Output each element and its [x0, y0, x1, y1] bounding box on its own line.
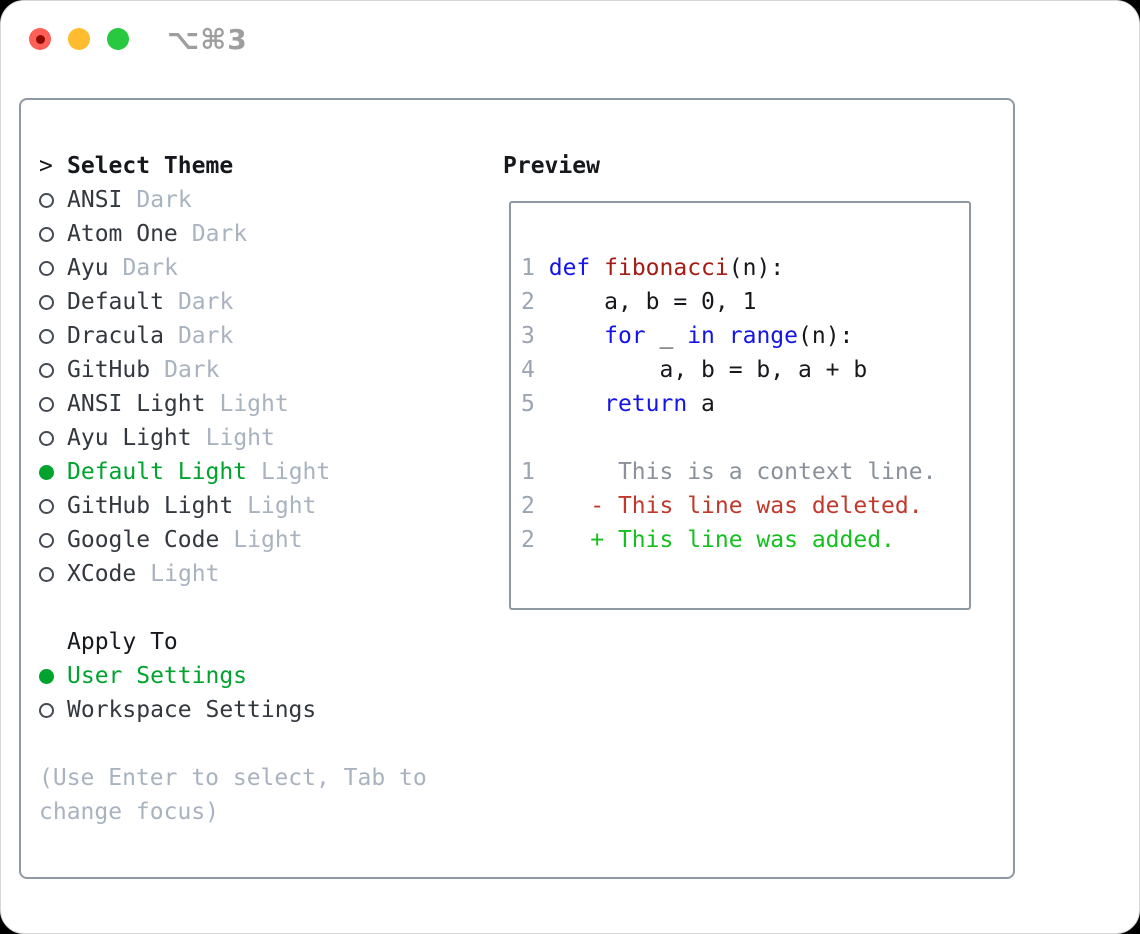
option-name: Default Light — [67, 459, 248, 485]
radio-icon — [39, 226, 54, 242]
option-variant: Dark — [191, 221, 248, 247]
select-theme-header: > Select Theme — [39, 149, 499, 183]
select-theme-label: Select Theme — [67, 153, 234, 179]
radio-icon — [39, 328, 54, 344]
radio-icon — [39, 396, 54, 412]
close-button[interactable] — [29, 28, 51, 50]
radio-icon — [39, 192, 54, 208]
apply-options: User Settings Workspace Settings — [39, 659, 499, 727]
option-variant: Light — [205, 425, 275, 451]
radio-icon — [39, 566, 54, 582]
preview-header: Preview — [503, 153, 600, 179]
theme-option-ayu[interactable]: Ayu Dark — [39, 251, 499, 285]
theme-option-google-code[interactable]: Google Code Light — [39, 523, 499, 557]
apply-to-header: Apply To — [39, 625, 499, 659]
theme-option-github-light[interactable]: GitHub Light Light — [39, 489, 499, 523]
option-name: GitHub Light — [67, 493, 234, 519]
theme-list: > Select Theme ANSI Dark Atom One Dark A… — [39, 149, 499, 829]
diff-line: 1 This is a context line. — [521, 459, 937, 485]
option-variant: Light — [261, 459, 331, 485]
blank-line — [521, 421, 936, 455]
hint-text: (Use Enter to select, Tab to change focus… — [39, 761, 499, 829]
option-variant: Dark — [164, 357, 220, 383]
theme-option-atom-one[interactable]: Atom One Dark — [39, 217, 499, 251]
theme-option-xcode[interactable]: XCode Light — [39, 557, 499, 591]
line-number: 5 — [521, 391, 535, 417]
option-name: GitHub — [67, 357, 151, 383]
option-name: Ayu Light — [67, 425, 192, 451]
option-variant: Light — [233, 527, 303, 553]
option-name: Ayu — [67, 255, 109, 281]
apply-option-user-settings[interactable]: User Settings — [39, 659, 499, 693]
theme-option-github[interactable]: GitHub Dark — [39, 353, 499, 387]
code-line: 5 return a — [521, 391, 715, 417]
preview-code: 1 def fibonacci(n): 2 a, b = 0, 1 3 for _ … — [521, 251, 936, 557]
option-name: Google Code — [67, 527, 220, 553]
option-name: ANSI Light — [67, 391, 206, 417]
option-variant: Dark — [122, 255, 178, 281]
diff-line: 2 + This line was added. — [521, 527, 895, 553]
preview-box: 1 def fibonacci(n): 2 a, b = 0, 1 3 for _ … — [509, 201, 971, 610]
hint-line: change focus) — [39, 799, 220, 825]
theme-option-ayu-light[interactable]: Ayu Light Light — [39, 421, 499, 455]
option-variant: Dark — [177, 289, 234, 315]
radio-icon — [39, 260, 54, 276]
theme-option-dracula[interactable]: Dracula Dark — [39, 319, 499, 353]
option-name: Dracula — [67, 323, 164, 349]
option-name: Atom One — [67, 221, 178, 247]
option-variant: Light — [219, 391, 289, 417]
option-variant: Light — [247, 493, 317, 519]
minimize-button[interactable] — [68, 28, 90, 50]
radio-icon — [39, 430, 54, 446]
diff-line: 2 - This line was deleted. — [521, 493, 923, 519]
option-name: ANSI — [67, 187, 123, 213]
theme-option-ansi-light[interactable]: ANSI Light Light — [39, 387, 499, 421]
line-number: 3 — [521, 323, 535, 349]
radio-icon — [39, 498, 54, 514]
option-name: Default — [67, 289, 164, 315]
theme-options: ANSI Dark Atom One Dark Ayu Dark Default… — [39, 183, 499, 591]
radio-icon — [39, 702, 54, 718]
code-line: 3 for _ in range(n): — [521, 323, 854, 349]
apply-option-workspace-settings[interactable]: Workspace Settings — [39, 693, 499, 727]
focus-prompt-icon: > — [39, 153, 53, 179]
radio-icon — [39, 532, 54, 548]
radio-icon — [39, 464, 54, 480]
line-number: 2 — [521, 527, 535, 553]
radio-icon — [39, 362, 54, 378]
apply-to-label: Apply To — [67, 629, 178, 655]
option-variant: Light — [150, 561, 220, 587]
line-number: 1 — [521, 255, 535, 281]
option-name: Workspace Settings — [67, 697, 317, 723]
option-variant: Dark — [177, 323, 234, 349]
code-line: 2 a, b = 0, 1 — [521, 289, 757, 315]
option-name: XCode — [67, 561, 137, 587]
option-variant: Dark — [136, 187, 192, 213]
code-line: 4 a, b = b, a + b — [521, 357, 868, 383]
line-number: 1 — [521, 459, 535, 485]
maximize-button[interactable] — [107, 28, 129, 50]
option-name: User Settings — [67, 663, 248, 689]
line-number: 2 — [521, 493, 535, 519]
theme-option-ansi[interactable]: ANSI Dark — [39, 183, 499, 217]
theme-option-default[interactable]: Default Dark — [39, 285, 499, 319]
theme-option-default-light[interactable]: Default Light Light — [39, 455, 499, 489]
window-title: ⌥⌘3 — [167, 23, 248, 56]
radio-icon — [39, 668, 54, 684]
close-dot-icon — [35, 34, 45, 44]
hint-line: (Use Enter to select, Tab to — [39, 765, 427, 791]
spacer — [39, 727, 499, 761]
code-line: 1 def fibonacci(n): — [521, 255, 785, 281]
spacer — [39, 591, 499, 625]
line-number: 4 — [521, 357, 535, 383]
line-number: 2 — [521, 289, 535, 315]
radio-icon — [39, 294, 54, 310]
